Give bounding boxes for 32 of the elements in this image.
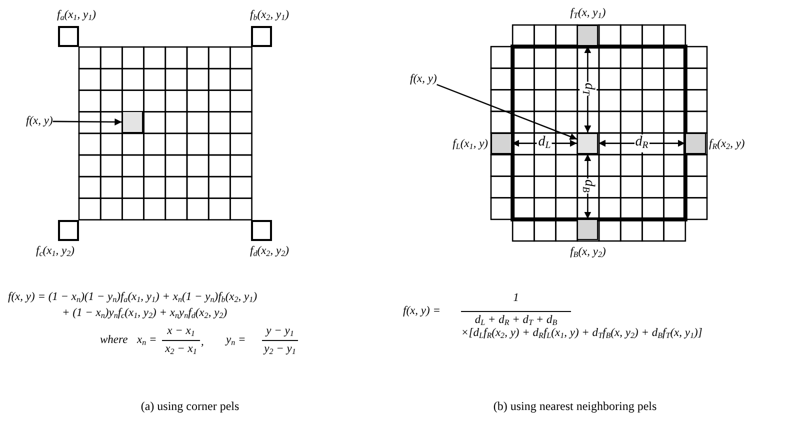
arrow xyxy=(436,84,578,140)
formula-text: d$_{L}$ + d$_{R}$ + d$_{T}$ + d$_{B}$ xyxy=(474,314,558,328)
pixel-label: f$_{d}$(x$_{2}$, y$_{2}$) xyxy=(250,245,289,259)
pixel-label: f$_{B}$(x, y$_{2}$) xyxy=(570,246,606,260)
double-arrow xyxy=(512,140,577,147)
formula-text: x$_{n}$ = xyxy=(137,334,157,348)
pixel-label: f$_{R}$(x$_{2}$, y) xyxy=(708,138,745,152)
pixel-label: f(x, y) xyxy=(26,115,53,128)
formula-text: + (1 − x$_{n}$)y$_{n}$f$_{c}$(x$_{1}$, y$_{2}$) + x$_{n}$y$_{n}$f$_{d}$(x$_{2}$, y$_{2}$) xyxy=(62,307,228,321)
formula-text: x − x$_{1}$ xyxy=(167,325,195,339)
formula-text: ×[d$_{L}$f$_{R}$(x$_{2}$, y) + d$_{R}$f$_{L}$(x$_{1}$, y) + d$_{T}$f$_{B}$(x, y$_{2}$) + d$_{B}$f$_{T}$(x, y$_{1}$)] xyxy=(461,327,702,341)
formula-text: f(x, y) = xyxy=(403,305,440,318)
pixel-label: f$_{c}$(x$_{1}$, y$_{2}$) xyxy=(36,245,74,259)
edge-label: d$_{R}$ xyxy=(634,134,650,152)
caption: (b) using nearest neighboring pels xyxy=(493,400,657,414)
formula-text: where xyxy=(100,334,128,347)
pixel-label: f$_{a}$(x$_{1}$, y$_{1}$) xyxy=(57,9,96,23)
formula-text: y$_{n}$ = xyxy=(226,334,246,348)
pixel-label: f$_{T}$(x, y$_{1}$) xyxy=(570,7,606,21)
pixel-label: f(x, y) xyxy=(410,73,437,86)
arrow xyxy=(52,118,122,126)
formula-text: y$_{2}$ − y$_{1}$ xyxy=(264,343,296,357)
pixel-label: f$_{L}$(x$_{1}$, y) xyxy=(452,138,488,152)
double-arrow xyxy=(584,46,592,132)
formula-text: y − y$_{1}$ xyxy=(266,325,294,339)
double-arrow xyxy=(598,140,685,147)
formula-text: , xyxy=(201,336,204,349)
formula-text: x$_{2}$ − x$_{1}$ xyxy=(165,343,197,357)
pixel-label: f$_{b}$(x$_{2}$, y$_{1}$) xyxy=(250,9,289,23)
formula-text: f(x, y) = (1 − x$_{n}$)(1 − y$_{n}$)f$_{a}$(x$_{1}$, y$_{1}$) + x$_{n}$(1 − y$_{n}$)f$_{b}$(x$_{2}$, y$_{1}$) xyxy=(8,291,258,305)
caption: (a) using corner pels xyxy=(140,400,240,414)
formula-text: 1 xyxy=(513,292,519,305)
